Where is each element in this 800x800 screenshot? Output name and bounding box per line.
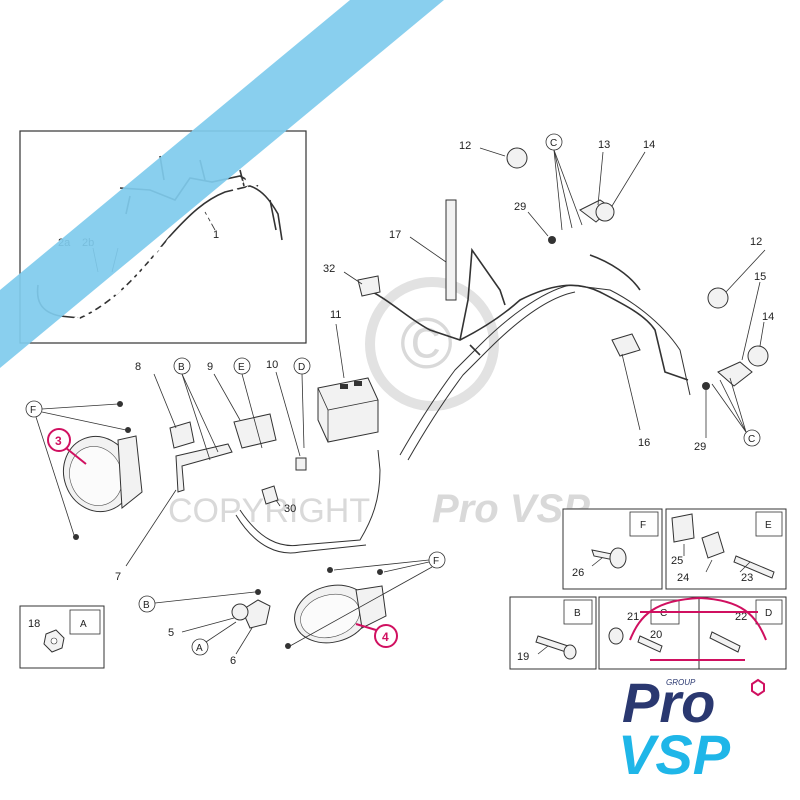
label-part-5: 5	[168, 627, 174, 639]
bracket-7	[175, 443, 233, 493]
label-part-6: 6	[230, 655, 236, 667]
label-part-1: 1	[213, 229, 219, 241]
rear-light-cluster-lower: 12 15 14 29 C	[694, 236, 774, 453]
callout-a-lower	[191, 638, 209, 656]
fog-lamp-group: B 5 A 6	[138, 589, 271, 667]
box-c-letter: C	[660, 608, 667, 619]
label-part-9: 9	[207, 361, 213, 373]
label-part-21: 21	[627, 611, 639, 623]
relay-bracket-group: 8 9 10 7 30 B E D	[115, 357, 311, 583]
label-part-23: 23	[741, 572, 753, 584]
grommet-12-top	[506, 147, 528, 169]
main-harness	[235, 199, 691, 554]
rear-light-cluster-top: 12 13 14 29 C	[459, 133, 655, 244]
label-part-25: 25	[671, 555, 683, 567]
clip-25	[671, 513, 695, 543]
fuse-10	[295, 457, 307, 471]
label-part-8: 8	[135, 361, 141, 373]
label-part-29-top: 29	[514, 201, 526, 213]
battery: 11	[317, 309, 379, 443]
detail-box-e: E 25 24 23	[665, 508, 787, 590]
callout-b-lower	[138, 595, 156, 613]
logo-pro-text: Pro	[622, 671, 715, 734]
screw-20	[637, 635, 663, 653]
label-part-16: 16	[638, 437, 650, 449]
label-part-10: 10	[266, 359, 278, 371]
relay-8	[169, 421, 195, 449]
callout-a-lower-label: A	[196, 643, 203, 654]
callout-f-right-label: F	[433, 556, 439, 567]
banner-ribbon	[0, 0, 444, 368]
label-part-20: 20	[650, 629, 662, 641]
module-9	[233, 413, 277, 449]
label-part-19: 19	[517, 651, 529, 663]
highlight-ring-4	[374, 624, 398, 648]
detail-box-f: F 26	[562, 508, 663, 590]
detail-box-b: B 19	[509, 596, 597, 670]
bulb-holder-15	[717, 361, 753, 387]
label-part-4: 4	[382, 630, 389, 644]
clip-30	[261, 485, 279, 505]
logo-hexagon-icon	[751, 678, 765, 697]
logo-group-text: GROUP	[666, 678, 696, 687]
headlamp-right: F 4	[285, 551, 446, 649]
screw-23	[733, 555, 775, 579]
callout-c-lower	[743, 429, 761, 447]
label-part-32: 32	[323, 263, 335, 275]
spacer-24	[701, 531, 725, 559]
detail-box-cd: C D 21 20 22	[598, 596, 787, 670]
washer-21	[608, 627, 624, 645]
callout-d-upper-label: D	[298, 362, 305, 373]
label-part-24: 24	[677, 572, 689, 584]
label-part-7: 7	[115, 571, 121, 583]
callout-e-upper-label: E	[238, 362, 245, 373]
bracket-16	[611, 333, 641, 357]
provsp-logo: GROUP Pro VSP	[618, 596, 767, 786]
grommet-12-lower	[707, 287, 729, 309]
misc-parts-upper: 16 17 32	[323, 229, 650, 449]
detail-box-a: A 18	[19, 605, 105, 669]
callout-b-lower-label: B	[143, 600, 150, 611]
label-part-26: 26	[572, 567, 584, 579]
label-part-30: 30	[284, 503, 296, 515]
callout-c-top-label: C	[550, 138, 557, 149]
callout-f-left-label: F	[30, 405, 36, 416]
label-part-12-lower: 12	[750, 236, 762, 248]
label-part-14-top: 14	[643, 139, 655, 151]
label-part-13: 13	[598, 139, 610, 151]
box-a-letter: A	[80, 619, 87, 630]
label-part-22: 22	[735, 611, 747, 623]
box-f-letter: F	[640, 520, 646, 531]
harness-connector	[357, 275, 381, 297]
box-b-letter: B	[574, 608, 581, 619]
label-part-11: 11	[330, 309, 341, 321]
car-outline-graphic	[629, 596, 767, 661]
label-part-29-lower: 29	[694, 441, 706, 453]
harness-clip	[445, 199, 457, 301]
label-part-17: 17	[389, 229, 401, 241]
label-part-15: 15	[754, 271, 766, 283]
box-e-letter: E	[765, 520, 772, 531]
label-part-18: 18	[28, 618, 40, 630]
screw-22	[709, 631, 741, 653]
callout-b-upper-label: B	[178, 362, 185, 373]
logo-vsp-text: VSP	[618, 723, 731, 786]
label-part-14-lower: 14	[762, 311, 774, 323]
label-part-12-top: 12	[459, 140, 471, 152]
callout-c-lower-label: C	[748, 434, 755, 445]
headlamp-left: F 3	[25, 400, 143, 540]
fog-lamp-6	[241, 599, 271, 629]
label-part-3: 3	[55, 434, 62, 448]
highlight-ring-3	[47, 428, 71, 452]
box-d-letter: D	[765, 608, 772, 619]
